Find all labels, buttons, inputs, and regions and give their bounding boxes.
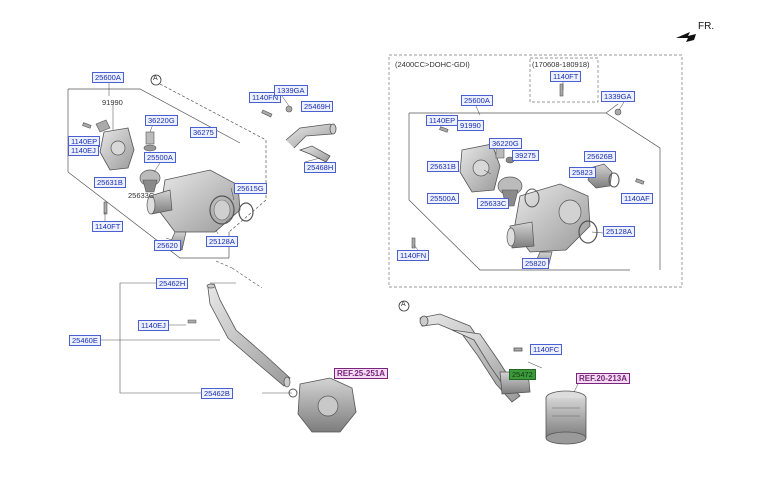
part-label-25128a-left[interactable]: 25128A <box>206 236 238 247</box>
part-label-25600a-left[interactable]: 25600A <box>92 72 124 83</box>
part-label-1339ga-right[interactable]: 1339GA <box>601 91 635 102</box>
part-label-1140ej-lower[interactable]: 1140EJ <box>138 320 169 331</box>
left-thermostat-housing <box>146 169 254 251</box>
part-label-36220g-right[interactable]: 36220G <box>489 138 522 149</box>
part-label-1140fc[interactable]: 1140FC <box>530 344 563 355</box>
part-label-25631b-left[interactable]: 25631B <box>94 177 126 188</box>
part-label-1140fn-right[interactable]: 1140FN <box>397 250 430 261</box>
right-water-inlet-fitting <box>459 143 501 193</box>
part-label-25820[interactable]: 25820 <box>522 258 549 269</box>
part-label-36275-left[interactable]: 36275 <box>190 127 217 138</box>
part-label-1140fn-left[interactable]: 1140FN <box>249 92 282 103</box>
variant-date-range: (170608-180918) <box>532 60 590 69</box>
part-label-25600a-right[interactable]: 25600A <box>461 95 493 106</box>
part-label-25500a-left[interactable]: 25500A <box>144 152 176 163</box>
ref-link-25-251a[interactable]: REF.25-251A <box>334 368 389 379</box>
callout-a-right-label: A <box>401 301 406 308</box>
part-label-39275[interactable]: 39275 <box>512 150 539 161</box>
part-label-25620[interactable]: 25620 <box>154 240 181 251</box>
part-label-1140ep-right[interactable]: 1140EP <box>426 115 459 126</box>
lower-right-filter-housing <box>545 390 587 445</box>
front-direction-arrow-icon <box>676 32 696 42</box>
left-temp-sensor <box>143 131 157 152</box>
part-label-25472-highlighted[interactable]: 25472 <box>509 369 536 380</box>
callout-a-right-circle <box>398 300 410 312</box>
left-water-inlet-fitting <box>95 119 135 171</box>
part-label-25500a-right[interactable]: 25500A <box>427 193 459 204</box>
part-label-91990-right[interactable]: 91990 <box>457 120 484 131</box>
part-label-25462b[interactable]: 25462B <box>201 388 233 399</box>
lower-left-leader-lines <box>98 260 292 394</box>
part-label-25631b-right[interactable]: 25631B <box>427 161 459 172</box>
right-assembly-frame <box>408 103 661 271</box>
part-label-25460e[interactable]: 25460E <box>69 335 101 346</box>
lower-left-water-pipe <box>187 283 298 398</box>
part-label-1339ga-left[interactable]: 1339GA <box>274 85 308 96</box>
lower-left-water-pump <box>297 377 357 433</box>
part-label-91990-left[interactable]: 91990 <box>102 98 123 107</box>
part-label-25615g[interactable]: 25615G <box>234 183 267 194</box>
left-bypass-hose <box>285 123 337 163</box>
front-orientation-label: FR. <box>698 21 715 32</box>
part-label-25469h[interactable]: 25469H <box>301 101 334 112</box>
part-label-25633c-left[interactable]: 25633C <box>128 191 155 200</box>
left-bolts <box>82 105 293 215</box>
part-label-36220g-left[interactable]: 36220G <box>145 115 178 126</box>
part-label-25823[interactable]: 25823 <box>569 167 596 178</box>
part-label-25633c-right[interactable]: 25633C <box>477 198 510 209</box>
part-label-1140ej-left[interactable]: 1140EJ <box>68 145 99 156</box>
part-label-1140af[interactable]: 1140AF <box>621 193 653 204</box>
left-thermostat <box>139 169 161 193</box>
variant-engine-title: (2400CC>DOHC-GDI) <box>395 60 470 69</box>
part-label-1140ft-left[interactable]: 1140FT <box>92 221 124 232</box>
callout-a-left-circle <box>150 74 162 86</box>
ref-link-20-213a[interactable]: REF.20-213A <box>576 373 631 384</box>
variant-dashed-box <box>388 54 683 288</box>
callout-a-left-label: A <box>153 75 158 82</box>
part-label-25468h[interactable]: 25468H <box>304 162 337 173</box>
lower-right-water-pipes <box>419 313 531 403</box>
part-label-25462h[interactable]: 25462H <box>156 278 189 289</box>
right-thermostat-housing <box>506 183 598 269</box>
part-label-25626b[interactable]: 25626B <box>584 151 616 162</box>
part-label-1140ft-right[interactable]: 1140FT <box>550 71 582 82</box>
part-label-25128a-right[interactable]: 25128A <box>603 226 635 237</box>
